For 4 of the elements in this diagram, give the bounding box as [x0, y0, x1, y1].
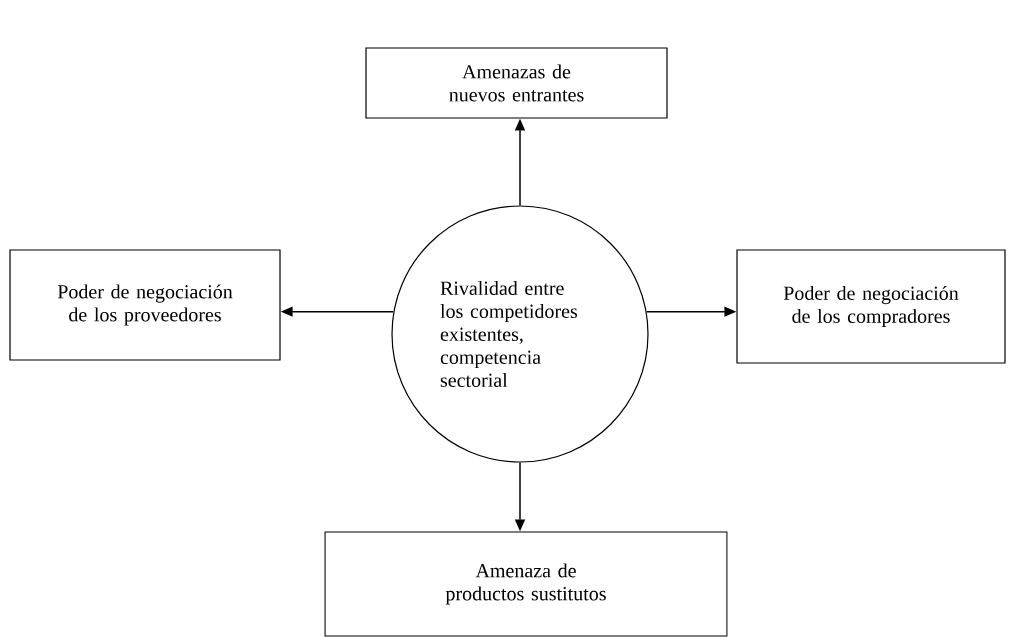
process-box: Poder de negociación de los proveedores [9, 249, 281, 361]
process-box: Amenazas de nuevos entrantes [365, 47, 668, 119]
process-box: Amenaza de productos sustitutos [324, 531, 728, 637]
process-box: Poder de negociación de los compradores [736, 249, 1006, 364]
